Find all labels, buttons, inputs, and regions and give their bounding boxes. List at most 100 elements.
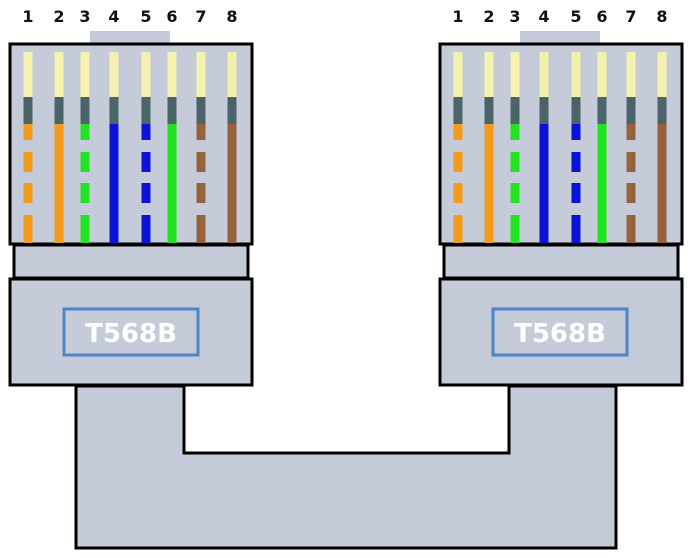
- left-contact-3: [80, 52, 90, 97]
- right-wire-5-stripe-2: [571, 152, 581, 172]
- left-contact-4: [109, 52, 119, 97]
- left-contact-1: [23, 52, 33, 97]
- left-contact-base-7: [196, 97, 206, 124]
- right-wire-1-stripe-1: [453, 124, 463, 140]
- right-wire-7-stripe-4: [626, 215, 636, 243]
- left-plug-neck: [12, 243, 250, 280]
- right-contact-base-2: [484, 97, 494, 124]
- left-contact-8: [227, 52, 237, 97]
- right-wire-3-stripe-3: [510, 183, 520, 203]
- left-contact-base-5: [141, 97, 151, 124]
- left-pin-number-5: 5: [140, 7, 151, 26]
- right-contact-base-4: [539, 97, 549, 124]
- right-standard-label-box: [491, 307, 629, 357]
- right-contact-base-6: [597, 97, 607, 124]
- left-latch-tab: [90, 31, 170, 44]
- right-contact-base-5: [571, 97, 581, 124]
- left-wire-2: [54, 124, 64, 243]
- left-wire-1-stripe-4: [23, 215, 33, 243]
- left-wire-5-stripe-4: [141, 215, 151, 243]
- right-contact-5: [571, 52, 581, 97]
- right-pin-number-2: 2: [483, 7, 494, 26]
- left-wires: [23, 52, 237, 243]
- right-plug-neck: [442, 243, 680, 280]
- left-pin-number-3: 3: [79, 7, 90, 26]
- right-contact-2: [484, 52, 494, 97]
- left-pin-number-7: 7: [195, 7, 206, 26]
- left-wire-7-stripe-2: [196, 152, 206, 172]
- right-wire-7: [626, 124, 636, 243]
- right-wire-5-stripe-3: [571, 183, 581, 203]
- right-contact-7: [626, 52, 636, 97]
- right-wire-5: [571, 124, 581, 243]
- left-contact-5: [141, 52, 151, 97]
- left-wire-7: [196, 124, 206, 243]
- left-wire-3: [80, 124, 90, 243]
- left-connector: T568B: [8, 31, 254, 387]
- left-wire-7-stripe-4: [196, 215, 206, 243]
- right-pin-number-8: 8: [656, 7, 667, 26]
- left-contact-7: [196, 52, 206, 97]
- right-wire-7-stripe-3: [626, 183, 636, 203]
- left-wire-3-stripe-4: [80, 215, 90, 243]
- right-pin-number-4: 4: [538, 7, 549, 26]
- right-wire-1-stripe-3: [453, 183, 463, 203]
- right-contact-1: [453, 52, 463, 97]
- right-connector: T568B: [438, 31, 684, 387]
- left-wire-1: [23, 124, 33, 243]
- left-pin-number-4: 4: [108, 7, 119, 26]
- right-pin-number-5: 5: [570, 7, 581, 26]
- right-wire-1-stripe-4: [453, 215, 463, 243]
- left-wire-5-stripe-3: [141, 183, 151, 203]
- left-wire-3-stripe-1: [80, 124, 90, 140]
- left-pin-number-1: 1: [22, 7, 33, 26]
- right-standard-label: T568B: [514, 319, 606, 349]
- left-contact-base-3: [80, 97, 90, 124]
- right-pin-number-7: 7: [625, 7, 636, 26]
- right-wire-3-stripe-2: [510, 152, 520, 172]
- left-pin-number-2: 2: [53, 7, 64, 26]
- left-standard-label: T568B: [85, 319, 177, 349]
- left-plug-body: [8, 277, 254, 387]
- left-standard-label-box: [62, 307, 200, 357]
- right-pin-number-1: 1: [452, 7, 463, 26]
- left-wire-6: [167, 124, 177, 243]
- left-contact-base-6: [167, 97, 177, 124]
- right-wires: [453, 52, 667, 243]
- right-plug-body: [438, 277, 684, 387]
- right-pin-number-3: 3: [509, 7, 520, 26]
- right-contact-base-8: [657, 97, 667, 124]
- left-pin-number-8: 8: [226, 7, 237, 26]
- right-wire-4: [539, 124, 549, 243]
- left-contact-2: [54, 52, 64, 97]
- left-pin-number-6: 6: [166, 7, 177, 26]
- right-wire-5-stripe-4: [571, 215, 581, 243]
- right-wire-7-stripe-2: [626, 152, 636, 172]
- right-wire-5-stripe-1: [571, 124, 581, 140]
- right-wire-3-stripe-4: [510, 215, 520, 243]
- left-wire-7-stripe-1: [196, 124, 206, 140]
- right-contact-base-1: [453, 97, 463, 124]
- left-wire-8: [227, 124, 237, 243]
- left-wire-7-stripe-3: [196, 183, 206, 203]
- left-wire-5-stripe-1: [141, 124, 151, 140]
- left-wire-3-stripe-3: [80, 183, 90, 203]
- right-contact-base-3: [510, 97, 520, 124]
- left-contact-base-8: [227, 97, 237, 124]
- left-wire-5-stripe-2: [141, 152, 151, 172]
- right-latch-tab: [520, 31, 600, 44]
- right-wire-3: [510, 124, 520, 243]
- left-contact-base-1: [23, 97, 33, 124]
- right-wire-7-stripe-1: [626, 124, 636, 140]
- right-contact-base-7: [626, 97, 636, 124]
- left-wire-1-stripe-1: [23, 124, 33, 140]
- left-wire-1-stripe-2: [23, 152, 33, 172]
- right-wire-1-stripe-2: [453, 152, 463, 172]
- right-wire-8: [657, 124, 667, 243]
- left-contact-base-4: [109, 97, 119, 124]
- left-contact-housing: [8, 42, 254, 246]
- right-contact-housing: [438, 42, 684, 246]
